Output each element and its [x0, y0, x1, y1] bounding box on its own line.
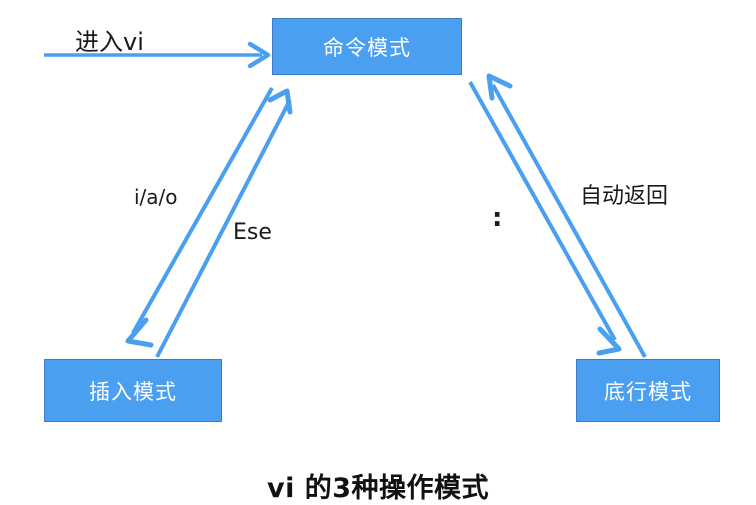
arrow-enter-vi [44, 41, 271, 69]
edge-label-auto-return: 自动返回 [580, 184, 669, 209]
arrow-command-to-insert [125, 87, 274, 348]
arrow-lastline-to-command [486, 73, 647, 358]
edge-label-enter-vi: 进入vi [75, 28, 144, 56]
node-insert-mode-label: 插入模式 [89, 379, 177, 404]
arrow-insert-to-command [155, 88, 293, 358]
diagram-title: vi 的3种操作模式 [266, 473, 490, 504]
node-command-mode-label: 命令模式 [323, 35, 411, 60]
edge-label-ese: Ese [233, 220, 272, 245]
node-lastline-mode-label: 底行模式 [604, 379, 692, 404]
node-insert-mode[interactable]: 插入模式 [44, 359, 222, 422]
node-lastline-mode[interactable]: 底行模式 [576, 359, 720, 422]
edge-label-iao: i/a/o [134, 185, 178, 209]
edge-label-colon: : [492, 203, 503, 233]
arrow-command-to-lastline [468, 81, 622, 356]
node-command-mode[interactable]: 命令模式 [272, 18, 462, 75]
